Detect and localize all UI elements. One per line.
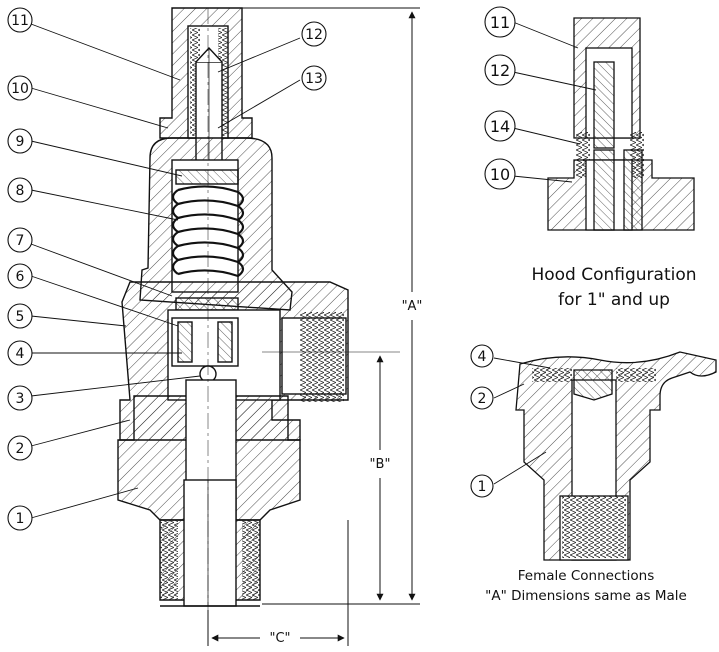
svg-text:12: 12 (490, 61, 510, 80)
hood-detail-section (547, 17, 695, 231)
callout-8: 8 (7, 177, 33, 203)
dimension-b-label: "B" (370, 457, 391, 472)
callout-5: 5 (7, 303, 33, 329)
callout-9: 9 (7, 128, 33, 154)
hood-callout-leaders (512, 21, 597, 183)
svg-text:7: 7 (16, 233, 25, 249)
callout-6: 6 (7, 263, 33, 289)
svg-text:10: 10 (11, 81, 29, 97)
svg-text:1: 1 (478, 479, 487, 495)
callout-1: 1 (7, 505, 33, 531)
main-valve-section (117, 7, 349, 607)
dimension-a-label: "A" (402, 299, 423, 314)
callout-13: 13 (301, 65, 327, 91)
hood-callout-11: 11 (484, 6, 516, 38)
female-callout-4: 4 (470, 344, 494, 368)
svg-text:6: 6 (16, 269, 25, 285)
svg-text:12: 12 (305, 27, 323, 43)
svg-text:13: 13 (305, 71, 323, 87)
female-caption-line1: Female Connections (518, 568, 655, 584)
hood-callout-12: 12 (484, 54, 516, 86)
svg-text:8: 8 (16, 183, 25, 199)
svg-text:10: 10 (490, 165, 510, 184)
female-callout-1: 1 (470, 474, 494, 498)
hood-callout-10: 10 (484, 158, 516, 190)
hood-caption-line2: for 1" and up (558, 290, 670, 310)
svg-text:14: 14 (490, 117, 510, 136)
svg-text:3: 3 (16, 391, 25, 407)
callout-7: 7 (7, 227, 33, 253)
svg-text:11: 11 (490, 13, 510, 32)
hood-caption-line1: Hood Configuration (531, 265, 696, 285)
female-detail-section (515, 351, 717, 561)
main-callout-leaders (30, 23, 301, 519)
svg-text:5: 5 (16, 309, 25, 325)
svg-text:2: 2 (16, 441, 25, 457)
svg-text:11: 11 (11, 13, 29, 29)
callout-11: 11 (7, 7, 33, 33)
svg-text:4: 4 (478, 349, 487, 365)
svg-text:4: 4 (16, 346, 25, 362)
female-callout-leaders (493, 357, 551, 485)
callout-12: 12 (301, 21, 327, 47)
dimension-c-label: "C" (269, 631, 290, 646)
svg-text:1: 1 (16, 511, 25, 527)
callout-2: 2 (7, 435, 33, 461)
svg-text:2: 2 (478, 391, 487, 407)
hood-callout-14: 14 (484, 110, 516, 142)
female-callout-2: 2 (470, 386, 494, 410)
callout-10: 10 (7, 75, 33, 101)
dimension-lines (207, 7, 420, 646)
female-caption-line2: "A" Dimensions same as Male (485, 588, 687, 604)
callout-3: 3 (7, 385, 33, 411)
callout-4: 4 (7, 340, 33, 366)
svg-text:9: 9 (16, 134, 25, 150)
